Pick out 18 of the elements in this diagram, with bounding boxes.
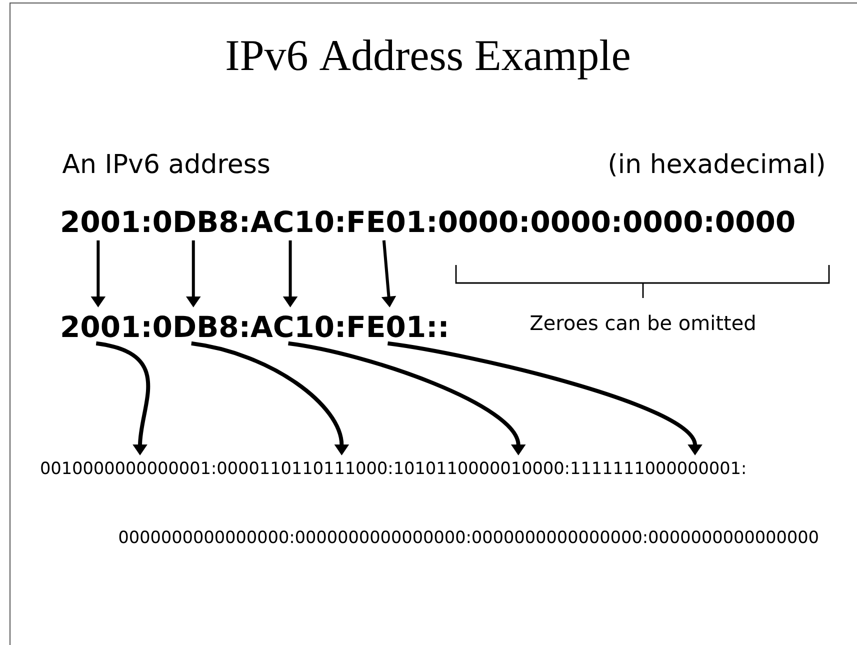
heading-text: An IPv6 address — [62, 153, 270, 174]
address-group: AC10: — [250, 210, 343, 232]
address-group: 1111111000000001: — [572, 462, 745, 474]
address-group: FE01:: — [348, 315, 446, 338]
address-group: 0000110110111000: — [218, 462, 392, 474]
address-group: AC10: — [250, 315, 343, 338]
zero-groups: 0000:0000:0000:0000 — [439, 210, 794, 232]
heading-text: (in hexadecimal) — [610, 153, 824, 176]
address-group: 0DB8: — [154, 315, 248, 338]
address-group: FE01: — [348, 210, 434, 232]
address-group: 2001: — [62, 210, 150, 232]
address-group: 2001: — [62, 315, 150, 338]
address-group: 1010110000010000: — [395, 462, 568, 474]
bracket-label: Zeroes can be omitted — [530, 314, 755, 330]
binary-zeros: 0000000000000000:0000000000000000:0000000000000000:0000000000000000 — [119, 530, 818, 544]
address-group: 0DB8: — [154, 210, 248, 232]
title: IPv6 Address Example — [226, 39, 630, 80]
address-group: 0010000000000001: — [41, 462, 215, 474]
